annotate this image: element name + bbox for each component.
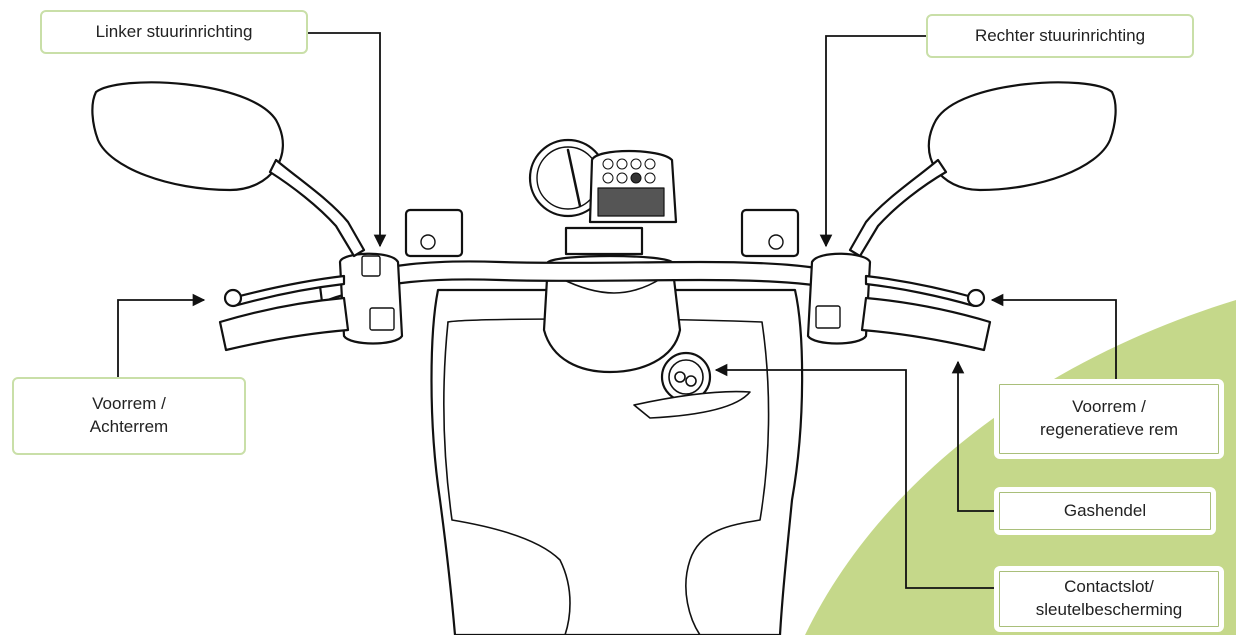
label-front-rear-brake: Voorrem / Achterrem [12,377,246,455]
left-reservoir [406,210,462,256]
label-ignition: Contactslot/ sleutelbescherming [994,566,1224,632]
right-reservoir [742,210,798,256]
leader-left-brake [118,300,204,377]
label-left-steering: Linker stuurinrichting [40,10,308,54]
left-grip [220,298,348,350]
label-front-regen-brake: Voorrem / regeneratieve rem [994,379,1224,459]
right-switch-housing [808,254,870,344]
left-mirror [92,82,283,190]
leader-left-steering [308,33,380,246]
label-right-steering: Rechter stuurinrichting [926,14,1194,58]
label-throttle: Gashendel [994,487,1216,535]
right-mirror [929,82,1116,190]
